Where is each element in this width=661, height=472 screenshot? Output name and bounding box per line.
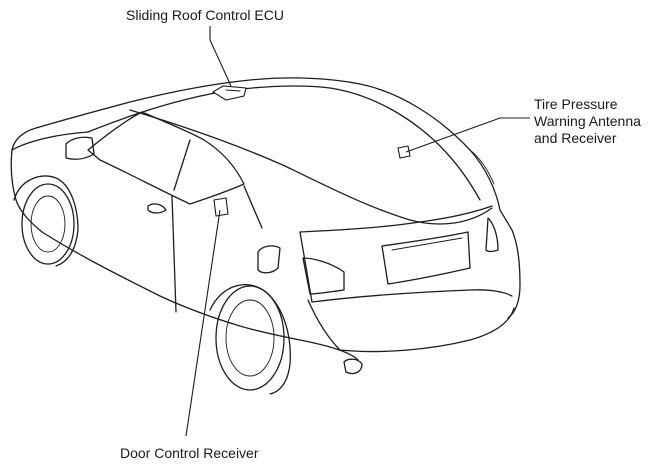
ecu-leader-line: [209, 26, 232, 87]
door-control-receiver-label: Door Control Receiver: [120, 445, 259, 461]
tire-pressure-label: Tire Pressure Warning Antenna and Receiv…: [534, 96, 641, 147]
car-body: [10, 77, 521, 395]
sliding-roof-ecu-label: Sliding Roof Control ECU: [126, 7, 284, 23]
tire-pressure-receiver-part: [397, 145, 411, 159]
tire-pressure-label-line-1: Tire Pressure: [534, 96, 618, 112]
tire-pressure-label-line-3: and Receiver: [534, 130, 617, 146]
sliding-roof-ecu-part: [211, 85, 247, 101]
door-control-receiver-part: [213, 197, 229, 217]
tire-leader-line: [405, 117, 530, 153]
tire-pressure-label-line-2: Warning Antenna: [534, 113, 641, 129]
door-leader-line: [185, 209, 221, 437]
